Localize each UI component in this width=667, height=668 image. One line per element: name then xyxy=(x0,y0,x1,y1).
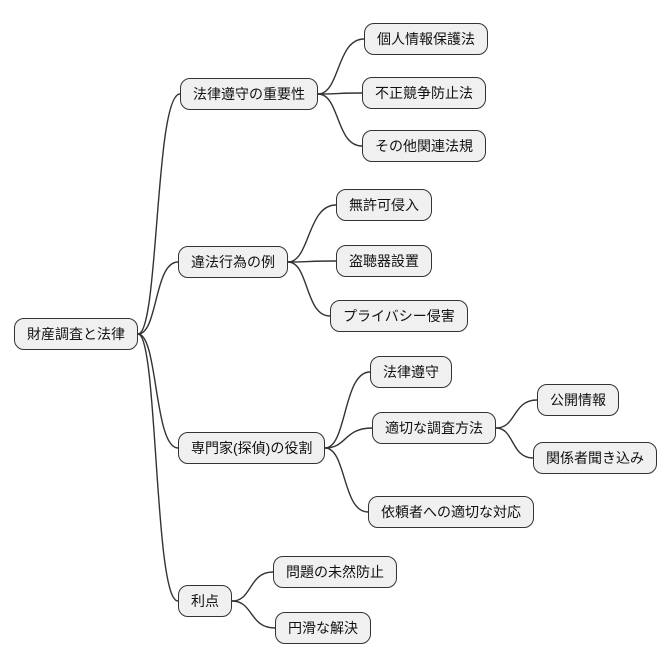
mindmap-node-b3c2b: 関係者聞き込み xyxy=(533,442,657,474)
edge-b3c2-to-b3c2a xyxy=(495,399,538,429)
mindmap-node-b4c1: 問題の未然防止 xyxy=(273,556,397,588)
edge-b3c2-to-b3c2b xyxy=(495,427,534,459)
edge-root-to-b2 xyxy=(137,261,179,335)
mindmap-node-b1: 法律遵守の重要性 xyxy=(180,78,318,110)
mindmap-node-b1c1: 個人情報保護法 xyxy=(364,23,488,55)
edge-b3-to-b3c3 xyxy=(324,447,369,513)
edge-b2-to-b2c3 xyxy=(287,261,331,317)
edge-b1-to-b1c3 xyxy=(317,93,363,147)
mindmap-node-b4c2: 円滑な解決 xyxy=(275,612,371,644)
mindmap-node-b1c2: 不正競争防止法 xyxy=(362,77,486,109)
edge-b3-to-b3c1 xyxy=(324,371,371,449)
mindmap-node-b3: 専門家(探偵)の役割 xyxy=(178,432,326,464)
edge-b3-to-b3c2 xyxy=(324,427,373,449)
mindmap-node-b3c3: 依頼者への適切な対応 xyxy=(368,496,534,528)
edge-b1-to-b1c1 xyxy=(317,38,365,95)
edge-root-to-b4 xyxy=(137,333,179,602)
edge-b4-to-b4c1 xyxy=(231,571,274,602)
edge-root-to-b3 xyxy=(137,333,179,449)
mindmap-root-node: 財産調査と法律 xyxy=(14,318,138,350)
mindmap-node-b3c1: 法律遵守 xyxy=(370,356,452,388)
mindmap-node-b2c1: 無許可侵入 xyxy=(336,189,432,221)
mindmap-node-b4: 利点 xyxy=(178,585,232,617)
edge-b4-to-b4c2 xyxy=(231,600,276,629)
edge-root-to-b1 xyxy=(137,93,181,335)
mindmap-node-b3c2: 適切な調査方法 xyxy=(372,412,496,444)
mindmap-node-b2: 違法行為の例 xyxy=(178,246,288,278)
edge-b2-to-b2c2 xyxy=(287,260,337,263)
edge-b1-to-b1c2 xyxy=(317,92,363,95)
mindmap-node-b2c3: プライバシー侵害 xyxy=(330,300,468,332)
edge-b2-to-b2c1 xyxy=(287,204,337,263)
mindmap-node-b1c3: その他関連法規 xyxy=(362,130,486,162)
mindmap-node-b2c2: 盗聴器設置 xyxy=(336,245,432,277)
mindmap-node-b3c2a: 公開情報 xyxy=(537,384,619,416)
